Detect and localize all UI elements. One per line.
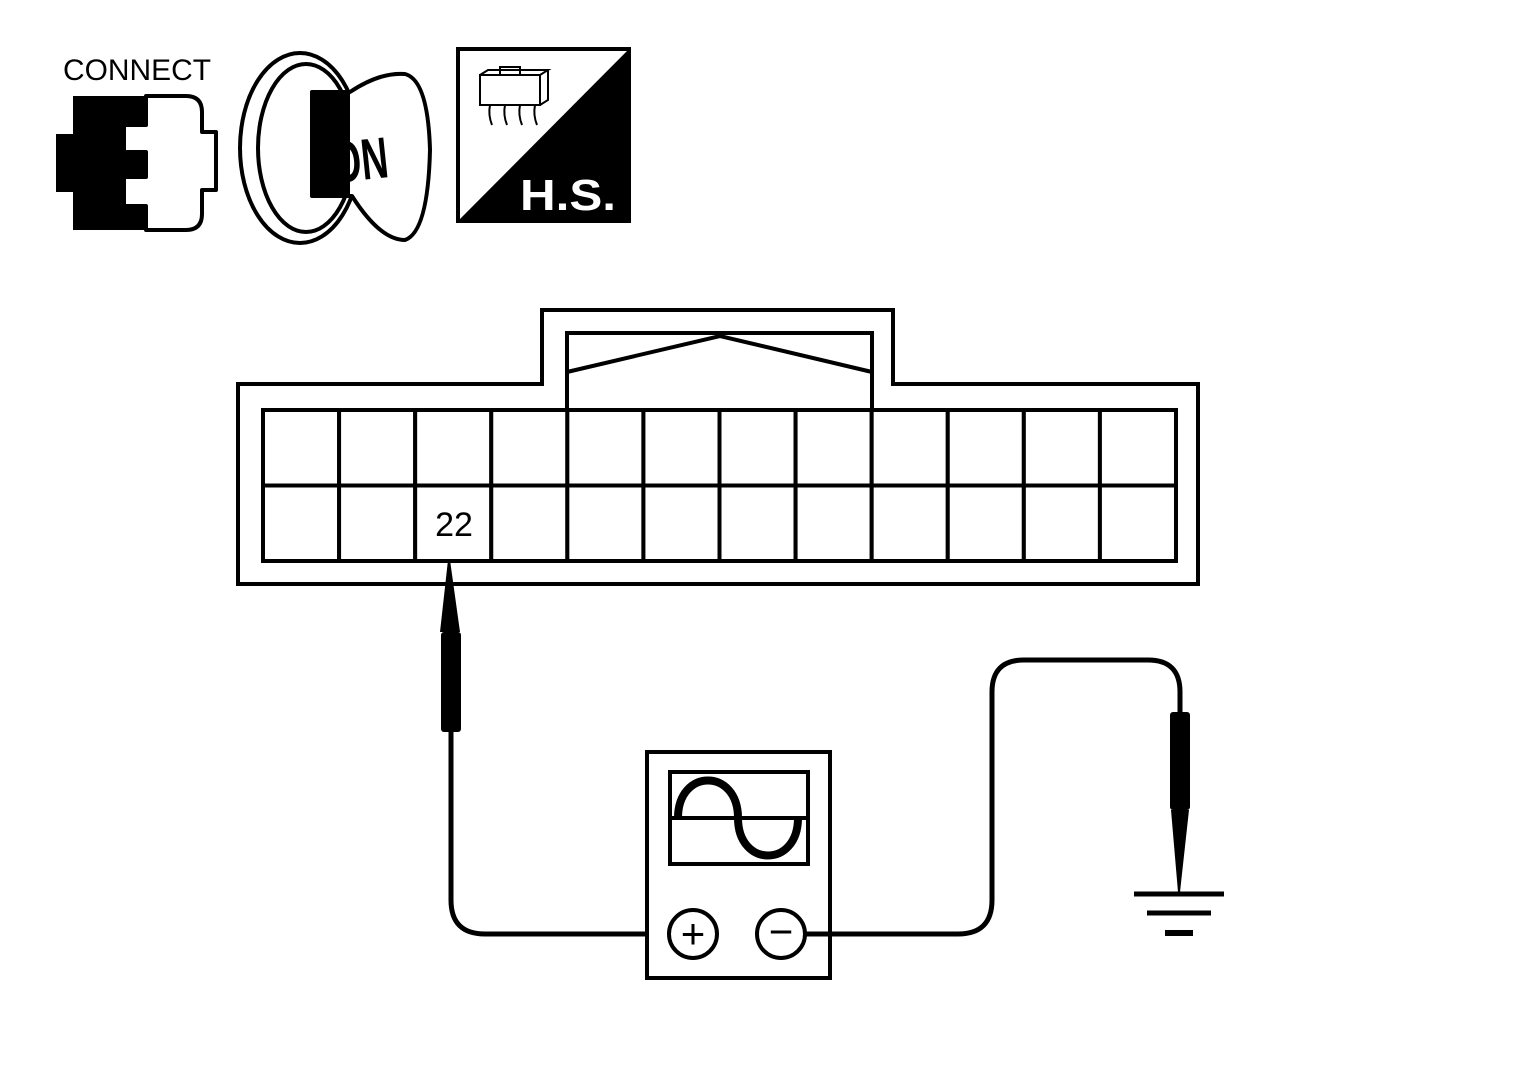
terminal-cavity (489, 408, 570, 488)
terminal-number-label: 22 (435, 506, 473, 544)
terminal-cavity (413, 408, 494, 488)
positive-terminal-label: + (681, 910, 706, 957)
terminal-cavity (1097, 483, 1178, 563)
terminal-cavity (641, 408, 722, 488)
terminal-cavity (793, 483, 874, 563)
terminal-cavity (869, 483, 950, 563)
terminal-cavity (641, 483, 722, 563)
terminal-cavity (261, 483, 342, 563)
terminal-cavity (337, 483, 418, 563)
terminal-cavity (869, 408, 950, 488)
terminal-cavity (413, 483, 494, 563)
ground-symbol-icon (1134, 891, 1224, 936)
terminal-cavity (1021, 408, 1102, 488)
harness-side-label: H.S. (520, 171, 616, 220)
positive-test-probe (440, 560, 666, 937)
terminal-cavity (1021, 483, 1102, 563)
connector-connected-icon (56, 94, 218, 232)
negative-terminal: − (755, 908, 807, 960)
terminal-cavity (337, 408, 418, 488)
negative-terminal-label: − (769, 908, 794, 955)
terminal-cavity (945, 483, 1026, 563)
terminal-grid (261, 408, 1178, 563)
ignition-on-label: ON (329, 125, 391, 195)
terminal-cavity (717, 483, 798, 563)
terminal-cavity (565, 483, 646, 563)
terminal-cavity (945, 408, 1026, 488)
connect-icon-group: CONNECT (56, 54, 218, 232)
terminal-cavity (489, 483, 570, 563)
connector-housing: 22 (236, 308, 1200, 586)
terminal-cavity (261, 408, 342, 488)
oscilloscope-icon: + − (645, 750, 832, 980)
positive-terminal: + (667, 908, 719, 960)
terminal-cavity (1097, 408, 1178, 488)
harness-side-icon: H.S. (456, 47, 631, 223)
negative-test-probe (805, 657, 1190, 937)
ignition-key-on-icon: ON (238, 51, 432, 245)
terminal-cavity (717, 408, 798, 488)
connect-label: CONNECT (63, 54, 211, 87)
terminal-cavity (565, 408, 646, 488)
terminal-cavity (793, 408, 874, 488)
